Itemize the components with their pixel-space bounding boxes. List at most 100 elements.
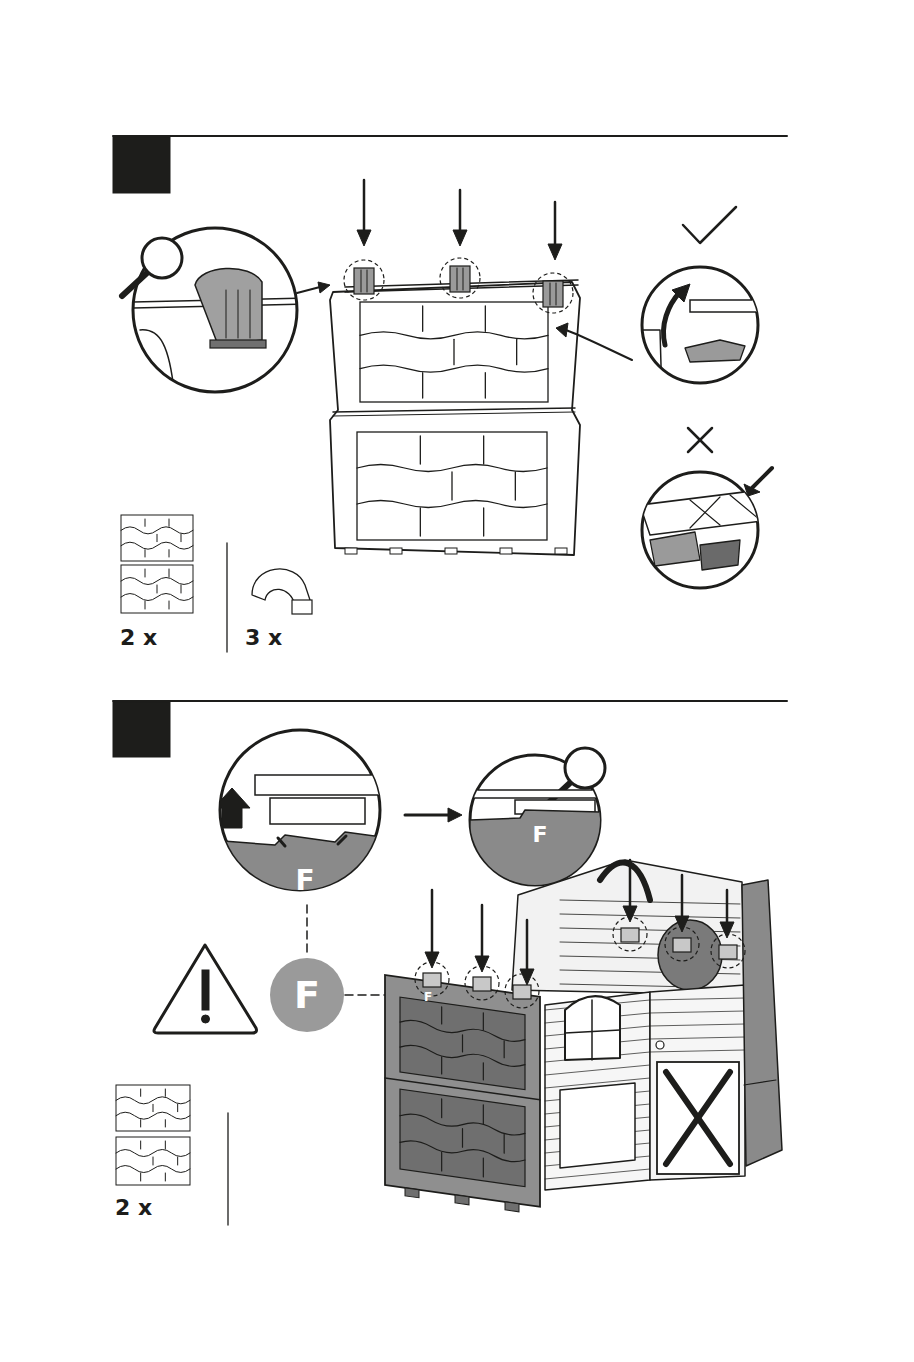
step-2 xyxy=(116,730,782,1225)
tile-joint xyxy=(485,373,486,398)
gray-panel xyxy=(470,810,610,890)
rotate-arrow xyxy=(663,292,680,345)
siding xyxy=(545,1065,650,1075)
rod xyxy=(690,300,770,312)
push-arrow xyxy=(363,180,366,232)
magnifier-handle xyxy=(122,272,148,296)
window-bar xyxy=(565,1030,620,1033)
pointer-arrow xyxy=(752,468,772,488)
panel-seam xyxy=(333,412,575,416)
push-arrow xyxy=(526,920,529,971)
latch xyxy=(656,1041,664,1049)
tile-joint xyxy=(169,569,170,577)
door-cross xyxy=(666,1072,730,1164)
divider xyxy=(226,543,227,652)
tile-wave xyxy=(121,594,193,601)
door xyxy=(657,1062,739,1174)
push-arrow xyxy=(481,905,484,958)
tile-joint xyxy=(153,1157,154,1165)
tab xyxy=(345,548,357,554)
push-arrow xyxy=(629,860,632,908)
tile-joint xyxy=(165,1089,166,1096)
warning-triangle xyxy=(154,945,257,1033)
zoom-content xyxy=(470,790,610,890)
tile-joint xyxy=(153,1104,154,1111)
tile-joint xyxy=(441,1152,442,1171)
warning-dot xyxy=(202,1015,210,1023)
tile-wave xyxy=(116,1150,190,1157)
panel-letter: F xyxy=(424,991,432,1003)
warning-bar xyxy=(202,970,209,1010)
clip-rib xyxy=(367,270,368,292)
clip-rib xyxy=(361,270,362,292)
check-mark xyxy=(683,207,736,243)
clip xyxy=(450,266,470,292)
tile-joint xyxy=(169,601,170,609)
window-bar xyxy=(591,1000,593,1060)
roof-tile-area xyxy=(116,1137,190,1185)
panel-rib xyxy=(299,900,301,912)
panel-letter: F xyxy=(295,867,314,895)
roof-panel xyxy=(330,282,580,555)
arrow-head xyxy=(672,284,690,302)
tile-joint xyxy=(483,1105,484,1124)
magnifier-lens xyxy=(565,748,605,788)
dashed-leader xyxy=(306,905,308,957)
clip-rib xyxy=(250,290,251,338)
step-marker xyxy=(113,702,170,757)
zoom-content xyxy=(642,284,770,400)
roof-tile-area xyxy=(116,1085,190,1131)
panel-seam xyxy=(333,408,575,412)
tile-joint xyxy=(441,1057,442,1074)
tile-joint xyxy=(165,1141,166,1149)
tile-joint xyxy=(165,1173,166,1181)
leader xyxy=(297,287,320,293)
quantity-label: 2 x xyxy=(115,1197,152,1219)
tile-joint xyxy=(181,585,182,593)
step-1 xyxy=(121,180,772,652)
siding xyxy=(560,914,740,918)
push-arrow xyxy=(554,202,557,246)
left-panel xyxy=(385,975,540,1215)
frame-top xyxy=(470,790,610,798)
tile-joint xyxy=(483,1063,484,1080)
roof-tile-area xyxy=(400,1089,525,1187)
clip-slot xyxy=(270,798,365,824)
tile-joint xyxy=(504,1134,505,1153)
tile-joint xyxy=(515,472,516,500)
tile-joint xyxy=(165,1120,166,1127)
arrow-head xyxy=(448,808,462,822)
tile-joint xyxy=(420,508,421,536)
tile-wave xyxy=(116,1166,190,1173)
siding xyxy=(650,998,745,1000)
arrow-head xyxy=(623,906,637,922)
arrow-head xyxy=(520,969,534,985)
tile-joint xyxy=(145,569,146,577)
tile-wave xyxy=(121,578,193,585)
push-arrow xyxy=(338,836,346,844)
zoom-content xyxy=(210,775,405,912)
panel-edge xyxy=(642,330,662,400)
clip xyxy=(354,268,374,294)
arch xyxy=(600,863,650,900)
panel-edge xyxy=(140,330,175,400)
focus-ring xyxy=(533,273,573,313)
focus-ring xyxy=(344,260,384,300)
zoom-content xyxy=(130,268,310,400)
tab xyxy=(445,548,457,554)
tile-joint xyxy=(516,339,517,364)
tile-joint xyxy=(483,1158,484,1177)
clip xyxy=(473,977,491,991)
roof-tile-area xyxy=(357,432,547,540)
arrow-head xyxy=(318,282,330,293)
tile-joint xyxy=(145,601,146,609)
tile-joint xyxy=(441,1099,442,1118)
tile-wave xyxy=(360,332,548,339)
tile-wave xyxy=(357,501,547,508)
tile-joint xyxy=(483,436,484,464)
arrow-head xyxy=(548,244,562,260)
divider xyxy=(227,1113,228,1225)
clip-rib xyxy=(463,268,464,290)
quantity-label: 3 x xyxy=(245,627,282,649)
clip xyxy=(685,340,745,362)
